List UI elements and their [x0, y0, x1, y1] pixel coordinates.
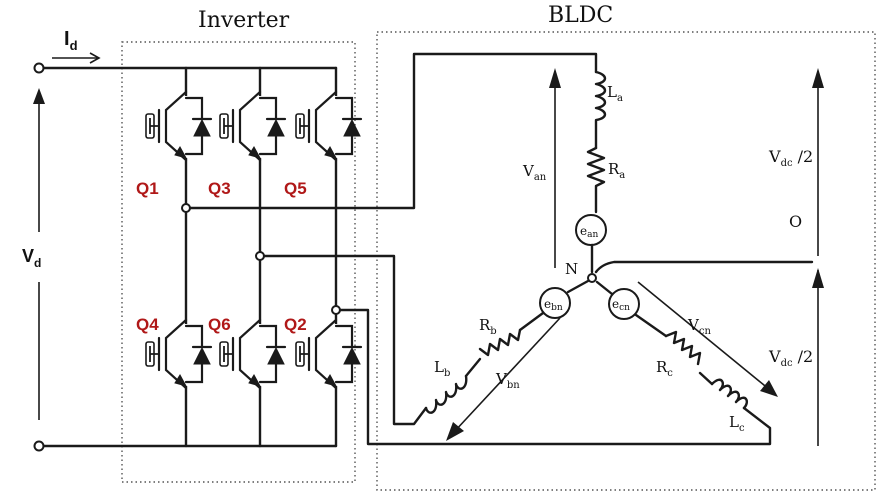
inverter-title: Inverter [198, 8, 290, 33]
id-label: Id [64, 28, 78, 53]
vcn-label: Vcn [687, 316, 711, 337]
vd-label: Vd [22, 246, 41, 270]
neutral-label: N [565, 260, 578, 278]
vcn-arrow [637, 281, 771, 391]
igbt-switch-lower-1 [145, 318, 213, 390]
van-label: Van [522, 162, 547, 183]
neutral-to-o [594, 260, 814, 274]
midpoint-label: O [789, 212, 802, 231]
rb-label: Rb [479, 316, 497, 337]
vbn-arrow [453, 317, 561, 433]
switch-layer [145, 90, 363, 390]
ebn-source [539, 287, 571, 319]
rc-resistor [664, 330, 702, 366]
igbt-switch-upper-3 [295, 90, 363, 162]
phase-a-wire [188, 52, 598, 210]
lc-inductor [710, 378, 748, 410]
label-q6: Q6 [208, 315, 231, 334]
vdc-top-label: Vdc /2 [768, 147, 813, 169]
vdc-bot-label: Vdc /2 [768, 347, 813, 369]
positive-terminal [33, 62, 45, 74]
label-q2: Q2 [284, 315, 307, 334]
ecn-label: ecn [612, 297, 630, 313]
igbt-switch-lower-2 [219, 318, 287, 390]
vbn-label: Vbn [495, 370, 520, 391]
negative-terminal [33, 440, 45, 452]
bldc-title: BLDC [548, 3, 613, 28]
phase-c-wire [338, 308, 772, 446]
rb-resistor [478, 328, 522, 357]
igbt-switch-upper-2 [219, 90, 287, 162]
lb-inductor [424, 374, 468, 414]
lc-label: Lc [729, 413, 745, 434]
la-inductor [594, 70, 607, 150]
neutral-node [587, 273, 597, 283]
la-label: La [607, 83, 623, 104]
ecn-source [608, 288, 640, 320]
bldc-box [376, 31, 876, 491]
label-q5: Q5 [284, 179, 307, 198]
ra-label: Ra [608, 160, 625, 181]
ean-label: ean [580, 224, 598, 240]
ra-resistor [586, 146, 606, 214]
igbt-switch-lower-3 [295, 318, 363, 390]
igbt-switch-upper-1 [145, 90, 213, 162]
ebn-label: ebn [544, 297, 563, 313]
label-q1: Q1 [136, 179, 159, 198]
lb-label: Lb [434, 358, 450, 379]
label-q4: Q4 [136, 315, 159, 334]
phase-b-wire [262, 254, 428, 426]
label-q3: Q3 [208, 179, 231, 198]
inverter-box [121, 41, 356, 483]
rc-label: Rc [656, 358, 673, 379]
